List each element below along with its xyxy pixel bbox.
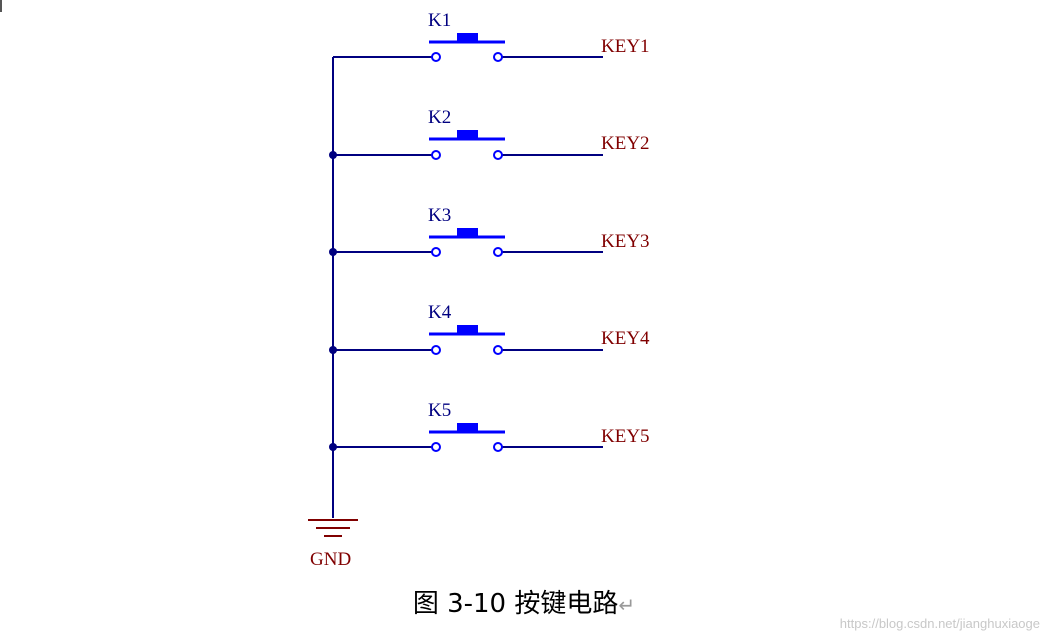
junction-dot (329, 248, 337, 256)
switch-row-k4: K4 KEY4 (329, 302, 650, 355)
caption-title: 按键电路 (514, 589, 619, 619)
caption-number: 图 3-10 (412, 589, 507, 619)
switch-cap (457, 33, 478, 42)
ground-symbol: GND (308, 519, 358, 570)
switch-pin-left (431, 345, 441, 355)
net-label: KEY3 (601, 231, 650, 252)
switch-ref-label: K2 (428, 107, 451, 128)
net-label: KEY4 (601, 328, 650, 349)
switch-ref-label: K3 (428, 205, 451, 226)
switch-cap (457, 130, 478, 139)
paragraph-return-icon: ↵ (618, 593, 636, 617)
switch-cap (457, 228, 478, 237)
net-label: KEY5 (601, 426, 650, 447)
switch-row-k2: K2 KEY2 (329, 107, 650, 160)
switch-row-k1: K1 KEY1 (333, 10, 650, 62)
net-label: KEY1 (601, 36, 650, 57)
switch-cap (457, 325, 478, 334)
switch-pin-left (431, 150, 441, 160)
switch-row-k3: K3 KEY3 (329, 205, 650, 257)
switch-pin-right (493, 52, 503, 62)
switch-ref-label: K4 (428, 302, 452, 323)
junction-dot (329, 151, 337, 159)
junction-dot (329, 346, 337, 354)
corner-tick (0, 0, 2, 12)
switch-pin-right (493, 442, 503, 452)
net-label: KEY2 (601, 133, 650, 154)
switch-pin-left (431, 52, 441, 62)
junction-dot (329, 443, 337, 451)
switch-pin-right (493, 247, 503, 257)
ground-label: GND (310, 549, 351, 570)
switch-pin-left (431, 247, 441, 257)
switch-pin-right (493, 150, 503, 160)
switch-pin-left (431, 442, 441, 452)
switch-pin-right (493, 345, 503, 355)
switch-ref-label: K1 (428, 10, 451, 31)
watermark: https://blog.csdn.net/jianghuxiaoge (839, 616, 1040, 631)
switch-row-k5: K5 KEY5 (329, 400, 650, 452)
switch-cap (457, 423, 478, 432)
switch-ref-label: K5 (428, 400, 451, 421)
figure-caption: 图 3-10 按键电路↵ (0, 583, 1048, 620)
